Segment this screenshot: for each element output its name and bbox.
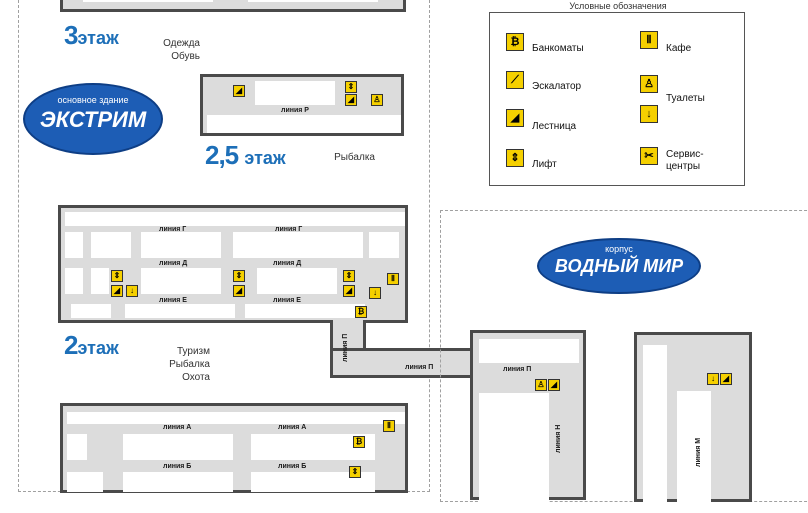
floor-2-5-categories: Рыбалка xyxy=(334,152,375,163)
line-r-label: линия Р xyxy=(281,107,309,114)
logo-extreme-name: ЭКСТРИМ xyxy=(39,107,147,132)
floor-3-label: 3этаж xyxy=(64,20,119,50)
toilet-icon: ♙ xyxy=(371,94,383,106)
elevator-icon: ⇕ xyxy=(349,466,361,478)
cafe-icon: Ⅱ xyxy=(640,31,658,49)
floor-3-plan xyxy=(60,0,406,12)
elevator-icon: ⇕ xyxy=(233,270,245,282)
floor-2-5-plan: линия Р ◢ ⇕ ◢ ♙ xyxy=(200,74,404,136)
floor-2-plan: линия Г линия Г линия Д линия Д линия Е … xyxy=(58,205,408,323)
atm-icon: ₿ xyxy=(506,33,524,51)
stairs-icon: ◢ xyxy=(345,94,357,106)
line-g-label-1: линия Г xyxy=(159,226,187,233)
line-b-label-2: линия Б xyxy=(278,463,307,470)
legend-label-service-1: Сервис- xyxy=(666,149,704,160)
water-world-wing-n: линия П линия Н ♙ ◢ xyxy=(470,330,586,513)
logo-water-world-subtitle: корпус xyxy=(605,244,633,254)
toilet-icon: ♙ xyxy=(535,379,547,391)
line-a-label-1: линия А xyxy=(163,424,192,431)
logo-water-world: корпус ВОДНЫЙ МИР xyxy=(537,238,701,294)
line-e-label-1: линия Е xyxy=(159,297,187,304)
floor-2-categories: Туризм Рыбалка Охота xyxy=(169,346,210,383)
legend-label-elevator: Лифт xyxy=(532,159,557,170)
line-n-label: линия Н xyxy=(555,424,562,453)
legend-label-service-2: центры xyxy=(666,161,701,172)
logo-extreme-subtitle: основное здание xyxy=(57,95,129,105)
logo-extreme: основное здание ЭКСТРИМ xyxy=(23,83,163,155)
line-p-label: линия П xyxy=(405,364,434,371)
cafe-icon: Ⅱ xyxy=(383,420,395,432)
cafe-icon: Ⅱ xyxy=(387,273,399,285)
atm-icon: ₿ xyxy=(353,436,365,448)
line-g-label-2: линия Г xyxy=(275,226,303,233)
service-icon: ✂ xyxy=(640,147,658,165)
floor-2-label: 2этаж xyxy=(64,330,119,360)
line-p-label-2: линия П xyxy=(503,366,532,373)
down-arrow-icon: ↓ xyxy=(369,287,381,299)
line-d-label-1: линия Д xyxy=(159,260,188,267)
line-b-label-1: линия Б xyxy=(163,463,192,470)
legend-label-escalator: Эскалатор xyxy=(532,81,582,92)
stairs-icon: ◢ xyxy=(720,373,732,385)
down-arrow-icon: ↓ xyxy=(640,105,658,123)
down-arrow-icon: ↓ xyxy=(126,285,138,297)
elevator-icon: ⇕ xyxy=(343,270,355,282)
stairs-icon: ◢ xyxy=(506,109,524,127)
logo-water-world-name: ВОДНЫЙ МИР xyxy=(554,256,684,276)
stairs-icon: ◢ xyxy=(111,285,123,297)
line-d-label-2: линия Д xyxy=(273,260,302,267)
elevator-icon: ⇕ xyxy=(345,81,357,93)
floor-1-plan: линия А линия А линия Б линия Б Ⅱ ₿ ⇕ xyxy=(60,403,408,493)
line-p-vertical-label: линия П xyxy=(342,333,349,362)
line-e-label-2: линия Е xyxy=(273,297,301,304)
line-a-label-2: линия А xyxy=(278,424,307,431)
stairs-icon: ◢ xyxy=(343,285,355,297)
floor-2-5-label: 2,5 этаж xyxy=(205,140,286,170)
elevator-icon: ⇕ xyxy=(506,149,524,167)
legend-panel: Условные обозначения ₿ Банкоматы ⟋ Эскал… xyxy=(489,1,745,186)
stairs-icon: ◢ xyxy=(548,379,560,391)
floor-3-categories: Одежда Обувь xyxy=(163,38,200,62)
stairs-icon: ◢ xyxy=(233,85,245,97)
legend-label-cafe: Кафе xyxy=(666,43,692,54)
escalator-icon: ⟋ xyxy=(506,71,524,89)
line-m-label: линия М xyxy=(695,437,702,467)
stairs-icon: ◢ xyxy=(233,285,245,297)
legend-label-toilet: Туалеты xyxy=(666,93,705,104)
elevator-icon: ⇕ xyxy=(111,270,123,282)
legend-label-atm: Банкоматы xyxy=(532,43,584,54)
down-arrow-icon: ↓ xyxy=(707,373,719,385)
legend-label-stairs: Лестница xyxy=(532,121,577,132)
toilet-icon: ♙ xyxy=(640,75,658,93)
water-world-wing-m: линия М ↓ ◢ xyxy=(634,332,752,511)
atm-icon: ₿ xyxy=(355,306,367,318)
legend-title: Условные обозначения xyxy=(569,1,667,11)
